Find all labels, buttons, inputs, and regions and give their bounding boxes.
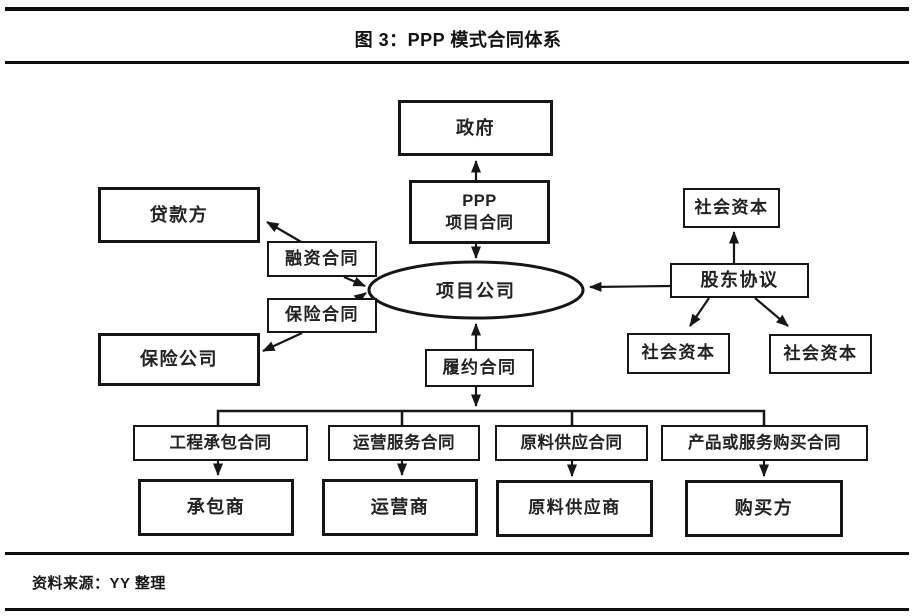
- node-buyer: 购买方: [685, 480, 843, 537]
- node-epc-contract: 工程承包合同: [133, 425, 308, 461]
- edge-shareholder-to-company: [589, 281, 671, 292]
- edge-financing-to-lender: [266, 221, 304, 244]
- project-company-ellipse: [367, 260, 585, 320]
- node-operator: 运营商: [322, 479, 478, 536]
- edge-shareholder-to-social-right: [754, 297, 789, 327]
- node-insurance-company: 保险公司: [98, 333, 260, 386]
- edge-financing-to-company: [343, 275, 366, 288]
- node-lender: 贷款方: [98, 187, 260, 243]
- figure-title: 图 3：PPP 模式合同体系: [354, 30, 562, 50]
- rule-top: [5, 7, 909, 11]
- rule-bottom: [5, 608, 909, 611]
- node-operation-service-contract: 运营服务合同: [328, 425, 480, 461]
- edge-distribution-bus: [216, 409, 766, 425]
- node-financing-contract: 融资合同: [267, 241, 377, 277]
- node-performance-contract: 履约合同: [425, 349, 534, 387]
- node-social-capital-left: 社会资本: [627, 333, 730, 374]
- node-material-supply-contract: 原料供应合同: [495, 425, 648, 461]
- edge-shareholder-to-social-left: [689, 297, 710, 327]
- ppp-contract-line2: 项目合同: [445, 214, 514, 232]
- node-government: 政府: [398, 100, 553, 156]
- node-ppp-project-contract: PPP 项目合同: [409, 180, 550, 244]
- edge-insurance-to-insurer: [262, 332, 303, 352]
- node-project-company: 项目公司: [436, 281, 516, 301]
- node-shareholder-agreement: 股东协议: [670, 263, 809, 298]
- node-social-capital-top: 社会资本: [683, 188, 780, 228]
- node-insurance-contract: 保险合同: [267, 298, 377, 333]
- node-social-capital-right: 社会资本: [769, 334, 872, 374]
- node-product-service-purchase-contract: 产品或服务购买合同: [661, 425, 868, 461]
- ppp-contract-line1: PPP: [462, 191, 497, 210]
- node-material-supplier: 原料供应商: [496, 480, 653, 537]
- rule-below-title: [5, 61, 909, 64]
- diagram-edges: [213, 160, 789, 477]
- rule-above-source: [5, 552, 909, 555]
- source-note: 资料来源：YY 整理: [32, 575, 166, 592]
- node-contractor: 承包商: [138, 479, 294, 536]
